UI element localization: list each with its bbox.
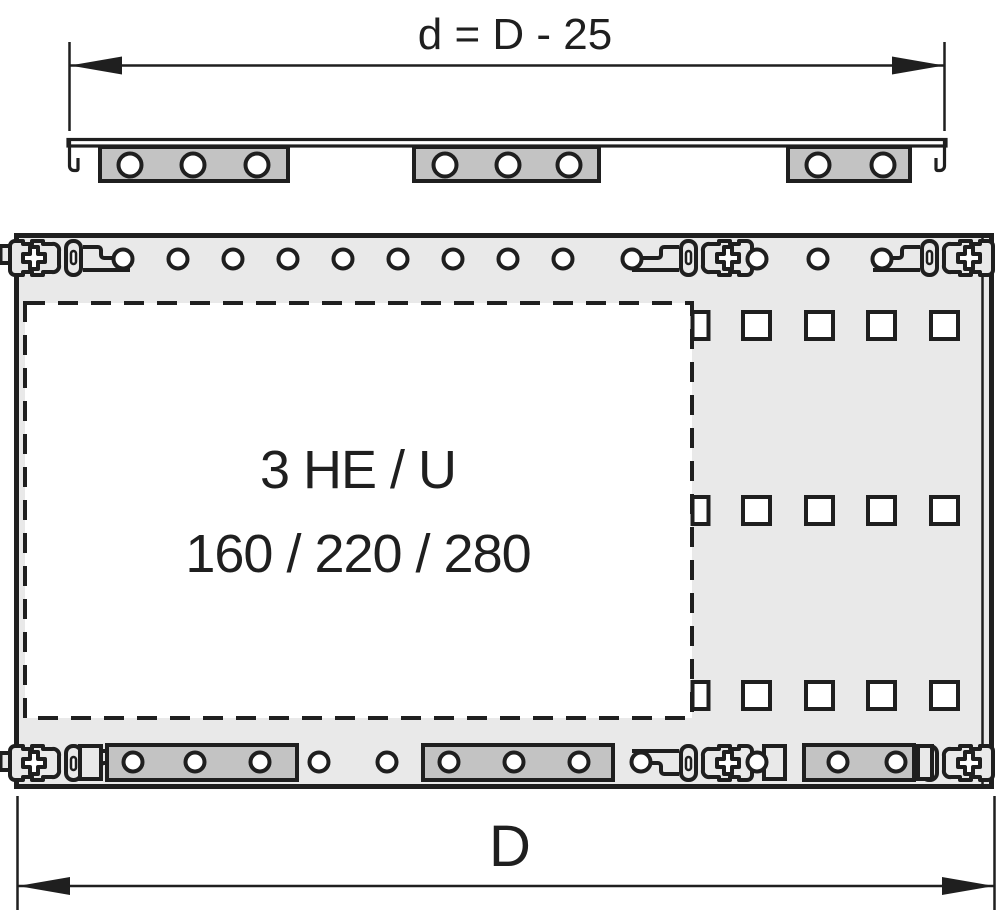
bottom-rail-holes [121,750,908,774]
block-hole [179,151,207,179]
square-hole-grid [690,310,960,711]
bottom-rail-hole [745,750,769,774]
top-dimension-label: d = D - 25 [418,10,612,59]
square-hole-half [690,495,711,526]
bar-end-segment-left [78,744,103,781]
top-rail-hole [870,247,894,271]
top-dimension: d = D - 25 [68,10,946,131]
top-rail-hole [331,247,355,271]
bottom-rail-hole [375,750,399,774]
square-hole [866,495,897,526]
block-hole [243,151,271,179]
top-rail-hole [806,247,830,271]
block-hole [494,151,522,179]
plate-left-hook [67,141,80,173]
top-rail-hole [441,247,465,271]
block-hole [431,151,459,179]
cutout-label-line1: 3 HE / U [260,440,456,500]
top-rail-hole [620,247,644,271]
arrowhead-left [70,56,122,75]
block-hole [804,151,832,179]
square-hole [741,495,772,526]
square-hole [741,310,772,341]
top-rail-hole [111,247,135,271]
top-rail-hole [386,247,410,271]
bar-hole [121,750,145,774]
dashed-cutout [23,301,694,720]
side-view [66,137,948,183]
front-view: 3 HE / U 160 / 220 / 280 [0,233,995,789]
bar-hole [248,750,272,774]
top-rail-hole [745,247,769,271]
mounting-block-holes [116,151,897,179]
square-hole [929,680,960,711]
bar-hole [502,750,526,774]
bar-hole [567,750,591,774]
top-rail-hole [496,247,520,271]
top-rail-holes [111,247,894,271]
bottom-rail-hole [629,750,653,774]
block-hole [555,151,583,179]
square-hole [804,680,835,711]
plate-right-hook [934,141,947,173]
bottom-dimension-label: D [489,814,531,879]
square-hole-half [690,680,711,711]
square-hole [741,680,772,711]
top-rail-hole [166,247,190,271]
bar-end-segment-right [916,744,934,781]
square-hole [929,495,960,526]
block-hole [869,151,897,179]
bar-hole [437,750,461,774]
bottom-rail-hole [307,750,331,774]
top-rail-hole [551,247,575,271]
square-hole-half [690,310,711,341]
top-rail-hole [221,247,245,271]
arrowhead-left [18,877,70,895]
block-hole [116,151,144,179]
square-hole [929,310,960,341]
bar-hole [884,750,908,774]
square-hole [866,310,897,341]
bottom-dimension: D [16,796,996,910]
square-hole [804,495,835,526]
cutout-label-line2: 160 / 220 / 280 [185,524,530,584]
top-rail-hole [276,247,300,271]
arrowhead-right [892,56,944,75]
square-hole [804,310,835,341]
arrowhead-right [942,877,994,895]
square-hole [866,680,897,711]
bar-hole [183,750,207,774]
bar-hole [826,750,850,774]
